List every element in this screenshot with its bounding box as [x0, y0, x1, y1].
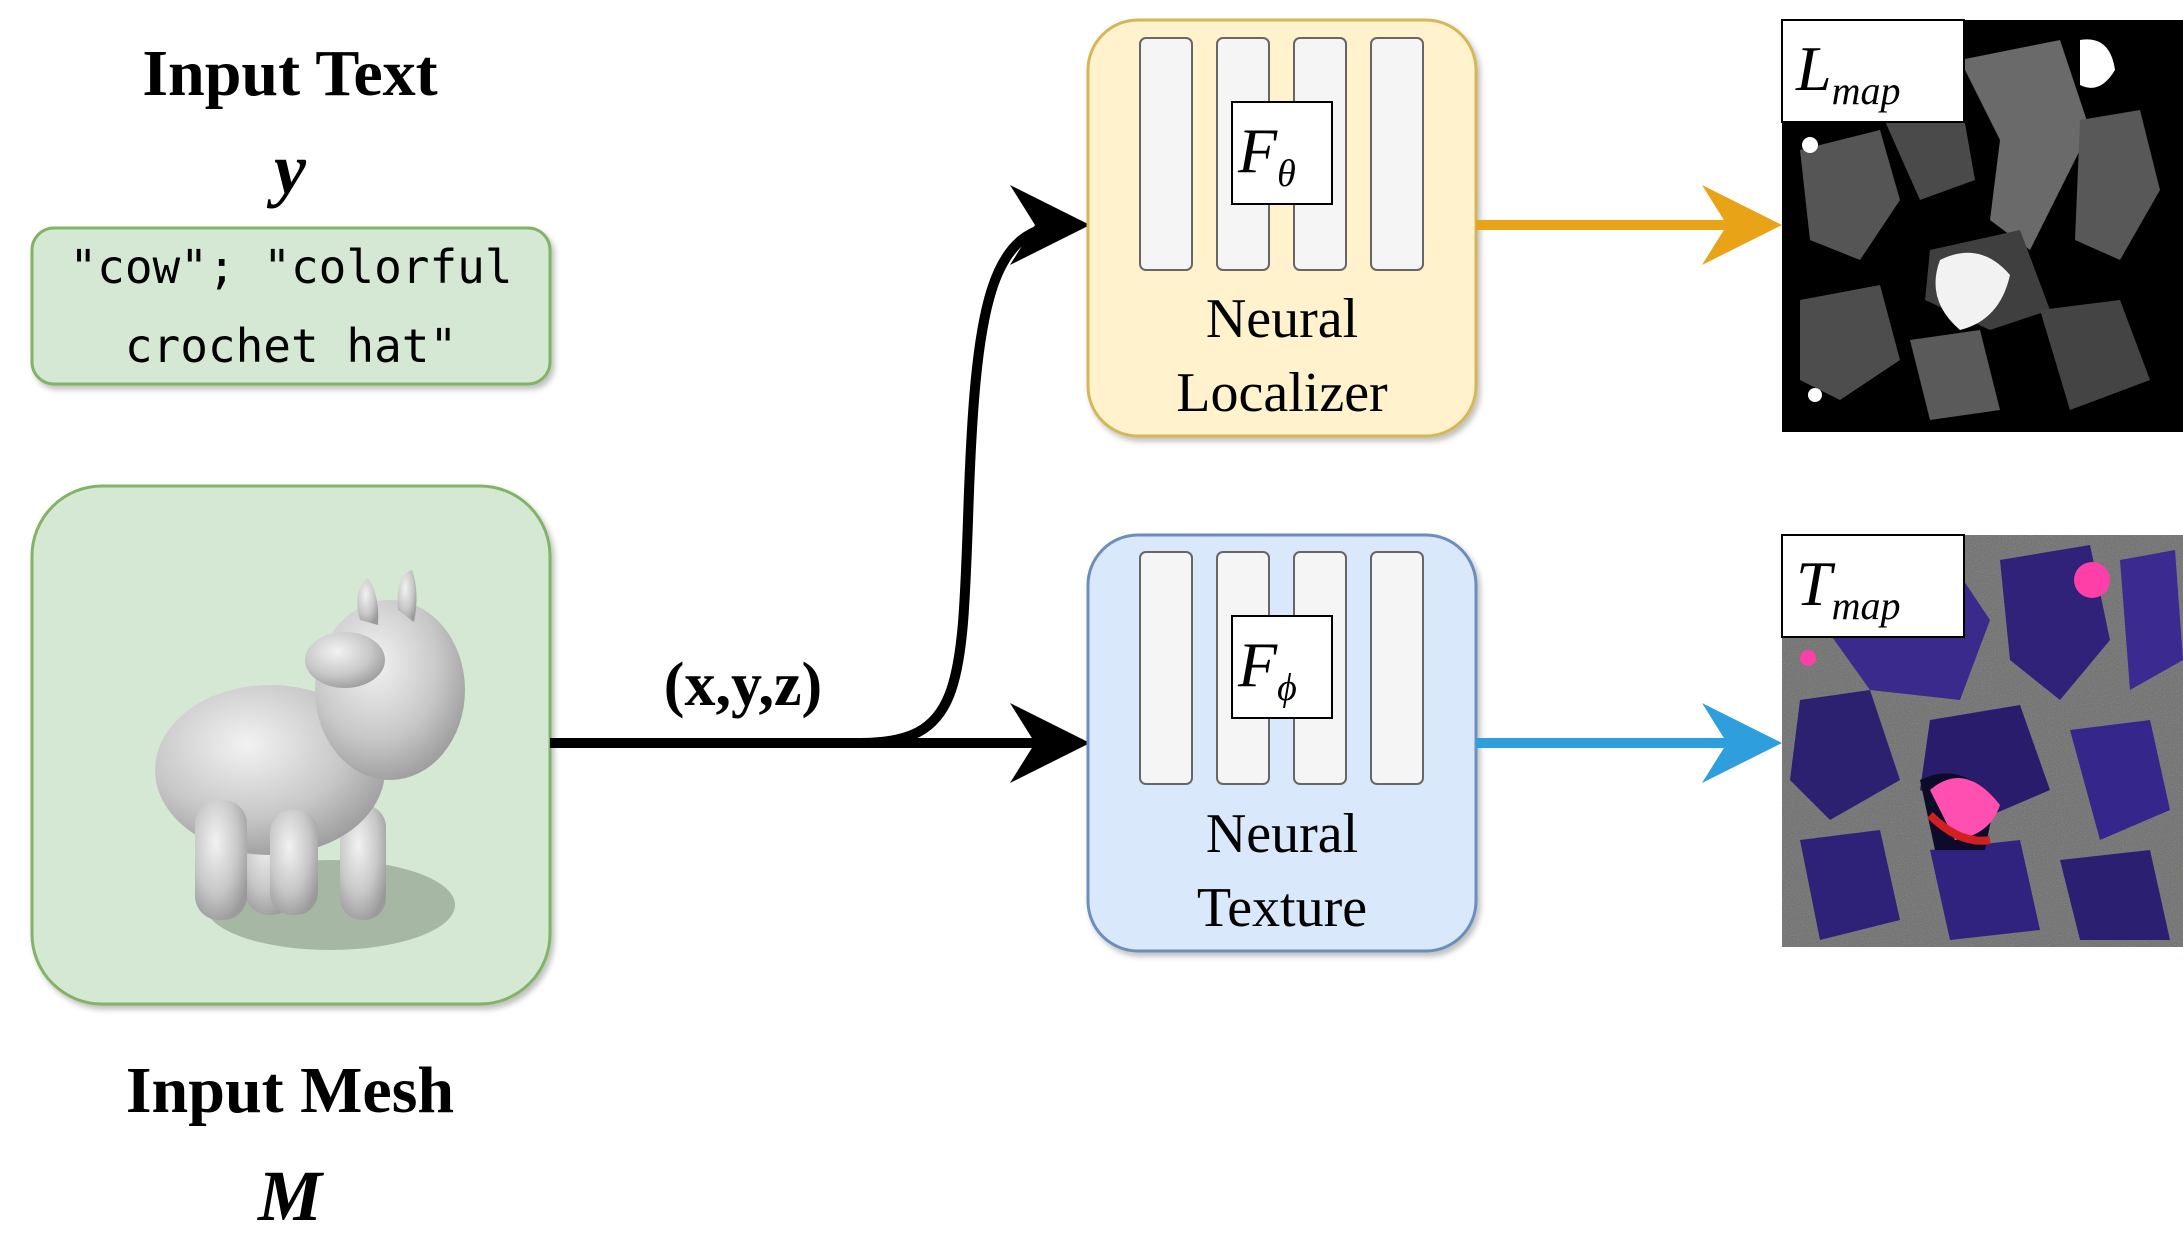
t-map-label-box	[1781, 534, 1965, 638]
localizer-network-symbol: F	[1237, 115, 1278, 186]
localizer-network-subscript: θ	[1277, 153, 1296, 195]
cow-mesh-image	[155, 570, 465, 950]
localizer-network-symbol-box	[1231, 101, 1333, 205]
coords-arrow-to-localizer	[859, 185, 1090, 748]
l-map-label-sub: map	[1832, 68, 1901, 113]
svg-text:Tmap: Tmap	[1796, 548, 1900, 628]
prompt-line-2: crochet hat"	[125, 319, 457, 373]
coords-label: (x,y,z)	[664, 651, 822, 719]
l-map-label-box	[1781, 19, 1965, 123]
texture-network-symbol: F	[1237, 629, 1278, 700]
input-text-title: Input Text	[142, 37, 437, 110]
localizer-network-layers	[1139, 37, 1424, 271]
l-map-label-main: L	[1795, 33, 1832, 104]
prompt-line-1: "cow"; "colorful	[69, 240, 512, 294]
localizer-label-line1: Neural	[1206, 288, 1358, 350]
texture-network-symbol-box	[1231, 615, 1333, 719]
input-mesh-title: Input Mesh	[126, 1054, 454, 1127]
prompt-box	[30, 226, 552, 386]
t-map-label-main: T	[1796, 548, 1836, 619]
svg-text:Fϕ: Fϕ	[1237, 629, 1297, 709]
localizer-label-line2: Localizer	[1176, 362, 1388, 424]
input-mesh-symbol: M	[257, 1156, 325, 1234]
svg-text:Lmap: Lmap	[1795, 33, 1900, 113]
texture-label-line1: Neural	[1206, 803, 1358, 865]
input-text-symbol: y	[266, 129, 307, 209]
t-map-label-sub: map	[1832, 583, 1901, 628]
texture-label-line2: Texture	[1197, 877, 1367, 939]
svg-text:Fθ: Fθ	[1237, 115, 1296, 195]
texture-network-subscript: ϕ	[1277, 667, 1297, 709]
